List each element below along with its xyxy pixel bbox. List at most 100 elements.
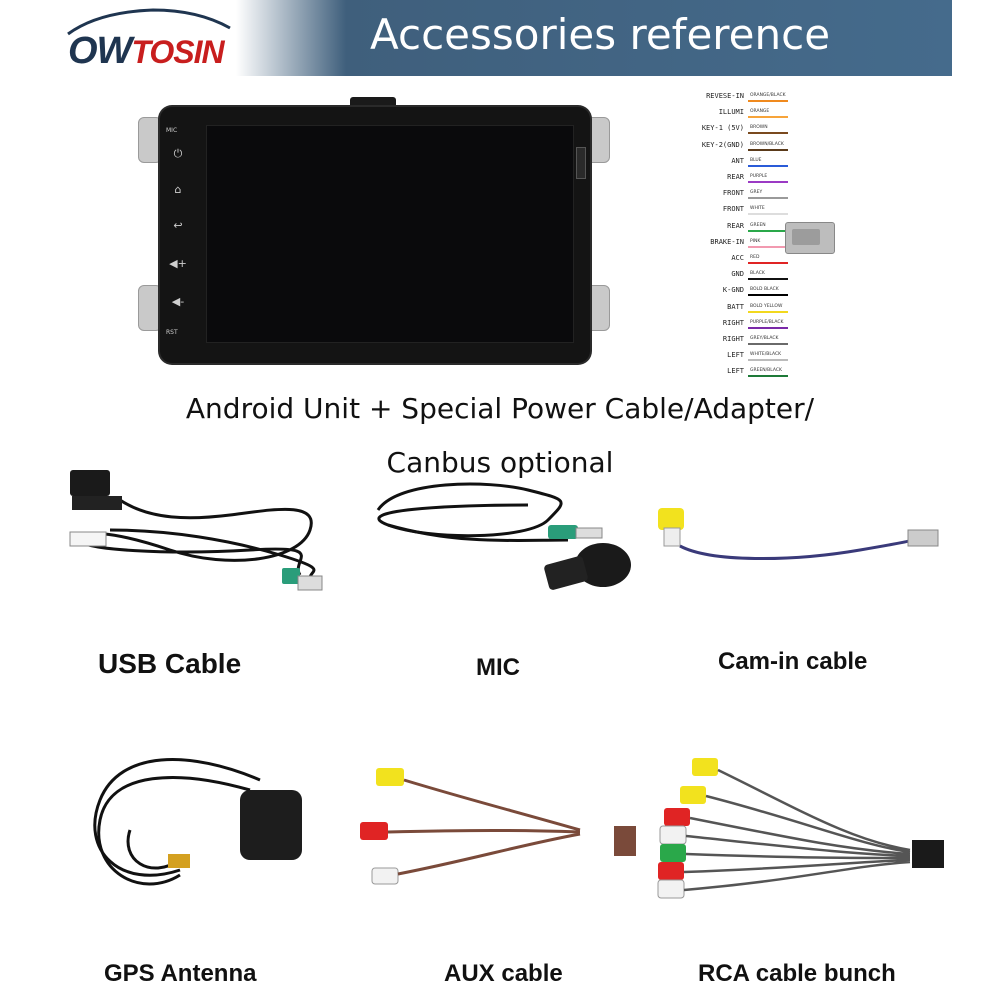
wire-line: [748, 148, 788, 151]
aux-cable-caption: AUX cable: [444, 960, 563, 987]
wire-line: [748, 375, 788, 378]
wire-row: KEY-1 (5V)BROWN: [690, 124, 810, 138]
wire-row: REVESE-IN ORANGE/BLACK: [690, 92, 810, 106]
wire-line: [748, 116, 788, 119]
wire-name: REVESE-IN: [706, 92, 744, 100]
cam-in-cable-image: [658, 508, 939, 561]
wire-name: RIGHT: [722, 335, 744, 343]
wire-line: [748, 197, 788, 200]
mount-bracket: [586, 117, 610, 163]
wire-name: BATT: [727, 302, 744, 311]
unit-frame: MIC ⏻ ⌂ ↩ ◀+ ◀- RST: [160, 107, 590, 363]
wire-row: LEFT WHITE/BLACK: [690, 351, 810, 365]
unit-screen: [206, 125, 574, 343]
wire-name: ACC: [731, 254, 744, 262]
page-title: Accessories reference: [370, 10, 831, 59]
wire-name: LEFT: [727, 367, 744, 376]
wire-color-label: WHITE/BLACK: [750, 352, 782, 358]
volume-up-icon: ◀+: [169, 257, 187, 270]
gps-antenna-image: [93, 758, 302, 886]
main-caption-line2: Canbus optional: [386, 446, 614, 479]
mic-image: [376, 482, 631, 590]
wire-name: RIGHT: [722, 318, 744, 327]
rca-cable-bunch-image: [657, 758, 944, 899]
wire-row: KEY-2(GND)BROWN/BLACK: [690, 141, 810, 155]
aux-cable-image: [360, 768, 636, 885]
gps-antenna-caption: GPS Antenna: [104, 960, 257, 987]
wire-color-label: GREEN/BLACK: [750, 368, 782, 374]
mount-bracket: [138, 285, 162, 331]
wire-name: ILLUMI: [718, 108, 744, 117]
wire-color-label: BOLD BLACK: [750, 287, 779, 293]
header-banner: [46, 0, 952, 76]
wire-row: RIGHT PURPLE/BLACK: [690, 319, 810, 333]
usb-cable-image: [69, 470, 323, 591]
home-icon: ⌂: [174, 183, 182, 196]
wire-name: GND: [731, 270, 744, 279]
wire-line: [748, 326, 788, 329]
wire-line: [748, 229, 788, 232]
wire-row: RIGHT GREY/BLACK: [690, 335, 810, 349]
mic-caption: MIC: [476, 654, 520, 681]
wire-name: LEFT: [727, 351, 744, 360]
main-caption-line1: Android Unit + Special Power Cable/Adapt…: [185, 392, 815, 425]
wire-line: [748, 359, 788, 362]
wire-line: [748, 164, 788, 167]
wire-color-label: PURPLE: [750, 174, 768, 179]
sd-slot: [576, 147, 586, 179]
usb-cable-caption: USB Cable: [98, 648, 242, 679]
wire-row: ANT BLUE: [690, 157, 810, 171]
wire-name: FRONT: [722, 189, 744, 198]
wire-name: REAR: [727, 173, 744, 181]
wire-row: REAR PURPLE: [690, 173, 810, 187]
wire-line: [748, 278, 788, 281]
wire-color-label: GREEN: [750, 222, 766, 228]
volume-down-icon: ◀-: [171, 295, 185, 308]
wire-line: [748, 294, 788, 297]
wire-row: K-GND BOLD BLACK: [690, 286, 810, 300]
wire-color-label: GREY/BLACK: [750, 336, 779, 341]
wire-row: REAR GREEN: [690, 222, 810, 236]
wire-color-label: ORANGE/BLACK: [750, 93, 786, 98]
wire-row: BATT BOLD YELLOW: [690, 303, 810, 317]
android-head-unit: MIC ⏻ ⌂ ↩ ◀+ ◀- RST: [138, 95, 610, 375]
wire-name: BRAKE-IN: [710, 237, 744, 246]
wire-name: REAR: [727, 221, 744, 230]
wire-line: [748, 310, 788, 313]
wire-color-label: ORANGE: [750, 109, 770, 115]
usb-plug-icon: [70, 470, 110, 496]
wire-row: FRONT WHITE: [690, 205, 810, 219]
wire-color-label: BOLD YELLOW: [750, 303, 783, 309]
back-icon: ↩: [173, 219, 183, 232]
wire-row: LEFT GREEN/BLACK: [690, 367, 810, 381]
mount-bracket: [138, 117, 162, 163]
wire-line: [748, 343, 788, 345]
power-connector: [785, 222, 835, 254]
wire-line: [748, 132, 788, 135]
wire-color-label: GREY: [750, 190, 763, 196]
mic-label: MIC: [166, 127, 178, 134]
wire-color-label: BLACK: [750, 271, 765, 277]
wire-line: [748, 245, 788, 248]
wire-line: [748, 213, 788, 216]
wire-name: ANT: [731, 156, 744, 165]
wire-name: KEY-2(GND): [701, 140, 744, 149]
rca-cable-bunch-caption: RCA cable bunch: [698, 960, 896, 987]
wire-color-label: WHITE: [750, 206, 765, 212]
wiring-diagram: REVESE-IN ORANGE/BLACK ILLUMI ORANGE KEY-1 (…: [690, 88, 810, 386]
car-silhouette-icon: [67, 8, 231, 36]
wire-name: K-GND: [722, 286, 744, 295]
wire-color-label: PURPLE/BLACK: [750, 319, 784, 325]
wire-name: FRONT: [722, 205, 744, 214]
cam-in-cable-caption: Cam-in cable: [718, 648, 868, 675]
wire-color-label: BLUE: [750, 157, 762, 163]
wire-line: [748, 100, 788, 102]
power-icon: ⏻: [173, 147, 183, 160]
wire-color-label: BROWN: [750, 125, 768, 131]
wire-row: FRONT GREY: [690, 189, 810, 203]
wire-line: [748, 262, 788, 264]
wire-row: ILLUMI ORANGE: [690, 108, 810, 122]
wire-row: GND BLACK: [690, 270, 810, 284]
wire-color-label: PINK: [750, 238, 761, 244]
